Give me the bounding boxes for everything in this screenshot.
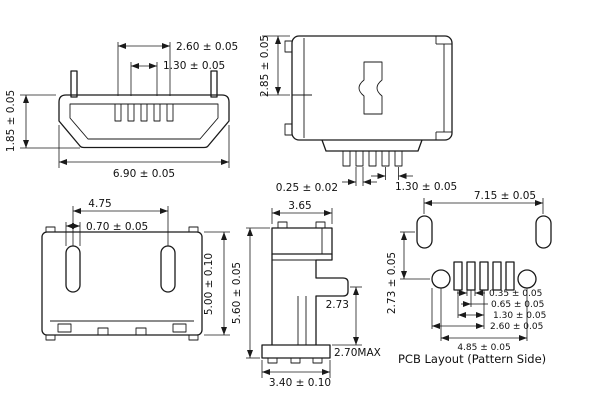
dim-top-pin-thickness: 0.25 ± 0.02 — [276, 182, 338, 194]
front-view: 2.60 ± 0.05 1.30 ± 0.05 6.90 ± 0.05 1.85… — [5, 41, 238, 180]
bottom-body-outline — [41, 231, 203, 336]
top-tab-upper — [284, 40, 293, 53]
pcb-oval-pad-right — [535, 215, 552, 249]
shield-detail — [358, 61, 383, 115]
pcb-oval-pad-left — [416, 215, 433, 249]
dim-pcb-pad-gap: 0.65 ± 0.05 — [491, 300, 544, 310]
front-pins — [114, 103, 174, 122]
dim-side-overall-height: 5.60 ± 0.05 — [231, 262, 243, 324]
connector-body-outline — [58, 94, 230, 149]
dim-pcb-pad-width: 0.35 ± 0.05 — [489, 289, 542, 299]
pcb-layout-view: 7.15 ± 0.05 2.73 ± 0.05 0.35 ± 0.05 0.65… — [386, 190, 552, 366]
dim-pcb-hole-span: 7.15 ± 0.05 — [474, 190, 536, 202]
mount-slot-left — [65, 245, 81, 293]
dim-front-body-width: 6.90 ± 0.05 — [113, 168, 175, 180]
solder-wing-right — [210, 70, 218, 98]
dim-front-body-height: 1.85 ± 0.05 — [5, 90, 17, 152]
top-view: 2.85 ± 0.05 0.25 ± 0.02 1.30 ± 0.05 — [259, 35, 457, 194]
mating-shroud — [321, 139, 423, 152]
dim-pcb-pad-span-2: 2.60 ± 0.05 — [490, 322, 543, 332]
dim-front-pin-pitch: 1.30 ± 0.05 — [163, 60, 225, 72]
dim-side-shell-width: 3.65 — [288, 200, 311, 212]
dim-side-pin-offset: 2.73 — [326, 299, 349, 311]
dim-side-max-height: 2.70MAX — [334, 347, 381, 359]
dim-bottom-body-depth: 5.00 ± 0.10 — [203, 253, 215, 315]
dim-pcb-row-offset: 2.73 ± 0.05 — [386, 252, 398, 314]
side-shell — [271, 227, 333, 255]
dim-bottom-slot-spacing: 4.75 — [88, 198, 111, 210]
top-body-outline — [291, 35, 453, 141]
mount-slot-right — [160, 245, 176, 293]
pcb-hole-right — [517, 269, 537, 289]
top-tab-lower — [284, 123, 293, 136]
dim-bottom-slot-width: 0.70 ± 0.05 — [86, 221, 148, 233]
top-pins — [342, 150, 403, 167]
side-view: 3.65 5.60 ± 0.05 2.73 2.70MAX 3.40 ± 0.1… — [231, 200, 381, 389]
dim-side-base-width: 3.40 ± 0.10 — [269, 377, 331, 389]
dim-pcb-pad-span-total: 4.85 ± 0.05 — [457, 343, 510, 353]
pcb-signal-pads — [453, 261, 515, 291]
dim-pcb-pad-pitch: 1.30 ± 0.05 — [493, 311, 546, 321]
dim-front-pin-span: 2.60 ± 0.05 — [176, 41, 238, 53]
dim-top-depth: 2.85 ± 0.05 — [259, 35, 271, 97]
pcb-hole-left — [431, 269, 451, 289]
pcb-layout-caption: PCB Layout (Pattern Side) — [398, 352, 546, 366]
dim-top-pin-pitch: 1.30 ± 0.05 — [395, 181, 457, 193]
connector-opening — [69, 103, 219, 140]
side-body-profile — [271, 254, 349, 345]
solder-wing-left — [70, 70, 78, 98]
side-base-plate — [261, 344, 331, 359]
bottom-view: 4.75 0.70 ± 0.05 5.00 ± 0.10 — [41, 198, 230, 341]
